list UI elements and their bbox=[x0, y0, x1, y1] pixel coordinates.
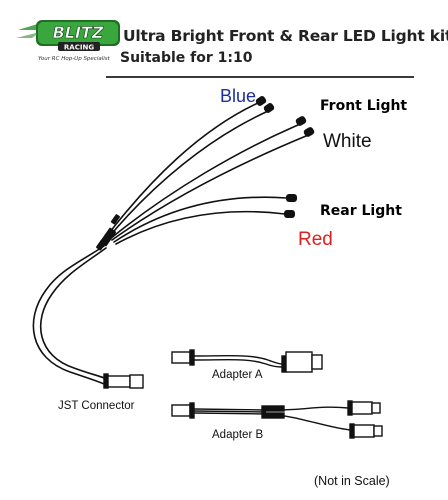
label-white: White bbox=[323, 131, 372, 152]
jst-connector-shape bbox=[103, 373, 144, 389]
red-led-1 bbox=[286, 194, 297, 202]
adapter-a-shape bbox=[171, 349, 323, 373]
white-led-2 bbox=[303, 127, 315, 137]
blue-led-1 bbox=[255, 96, 267, 106]
blue-wire-2 bbox=[107, 111, 267, 239]
label-red: Red bbox=[298, 229, 333, 250]
logo-wordmark: BLITZ bbox=[53, 23, 104, 42]
label-rear-light: Rear Light bbox=[320, 203, 402, 219]
heat-shrink-sleeves bbox=[96, 214, 120, 251]
main-cable-1 bbox=[32, 245, 105, 385]
red-wire-2 bbox=[115, 210, 286, 245]
white-led-1 bbox=[295, 116, 307, 126]
red-led-2 bbox=[284, 210, 295, 218]
adapter-b-shape bbox=[171, 400, 383, 439]
main-cable-2 bbox=[39, 247, 107, 379]
logo-sub: RACING bbox=[64, 44, 94, 52]
blue-wire-1 bbox=[105, 102, 259, 238]
title-divider bbox=[106, 76, 414, 78]
white-wire-2 bbox=[111, 135, 307, 241]
label-scale-note: (Not in Scale) bbox=[314, 474, 390, 488]
label-blue: Blue bbox=[220, 86, 257, 106]
red-wire-1 bbox=[113, 196, 288, 243]
page-subtitle: Suitable for 1:10 bbox=[120, 50, 253, 66]
logo-tagline: Your RC Hop-Up Specialist bbox=[38, 56, 110, 62]
led-heads bbox=[255, 96, 315, 218]
label-front-light: Front Light bbox=[320, 98, 408, 114]
blue-led-2 bbox=[263, 103, 275, 113]
brand-logo: BLITZ RACING Your RC Hop-Up Specialist bbox=[14, 8, 124, 64]
white-wire-1 bbox=[109, 124, 299, 240]
label-adapter-a: Adapter A bbox=[212, 369, 263, 381]
page-title: Ultra Bright Front & Rear LED Light kit bbox=[123, 27, 448, 45]
label-jst-connector: JST Connector bbox=[58, 400, 135, 412]
label-adapter-b: Adapter B bbox=[212, 429, 264, 441]
